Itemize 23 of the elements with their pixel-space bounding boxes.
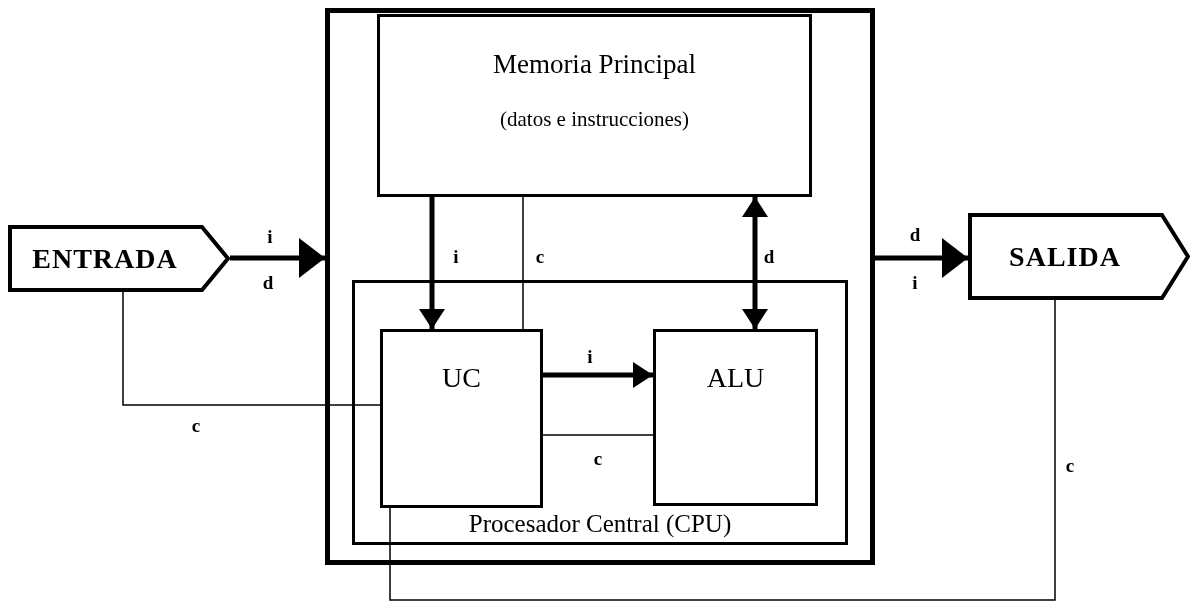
node-label: ALU <box>705 362 766 394</box>
arrow <box>419 197 445 329</box>
connector-line <box>522 196 524 330</box>
connector-line <box>542 434 654 436</box>
arrow <box>230 238 325 278</box>
arrow <box>875 238 968 278</box>
connector-line <box>122 291 381 406</box>
arrow <box>543 362 653 388</box>
memory-box <box>377 14 812 197</box>
unit-box <box>380 329 543 508</box>
node-subtitle: (datos e instrucciones) <box>499 107 690 132</box>
unit-box <box>653 329 818 506</box>
node-title: Memoria Principal <box>491 49 698 80</box>
node-label: Procesador Central (CPU) <box>467 510 733 538</box>
node-label: UC <box>441 362 482 394</box>
node-label: SALIDA <box>1008 240 1122 273</box>
io-pentagon <box>8 225 230 292</box>
node-label: ENTRADA <box>31 242 179 275</box>
connector-line <box>389 299 1056 601</box>
io-pentagon <box>968 213 1190 300</box>
arrow <box>742 197 768 329</box>
processor-box <box>352 280 848 545</box>
computer-box <box>325 8 875 565</box>
